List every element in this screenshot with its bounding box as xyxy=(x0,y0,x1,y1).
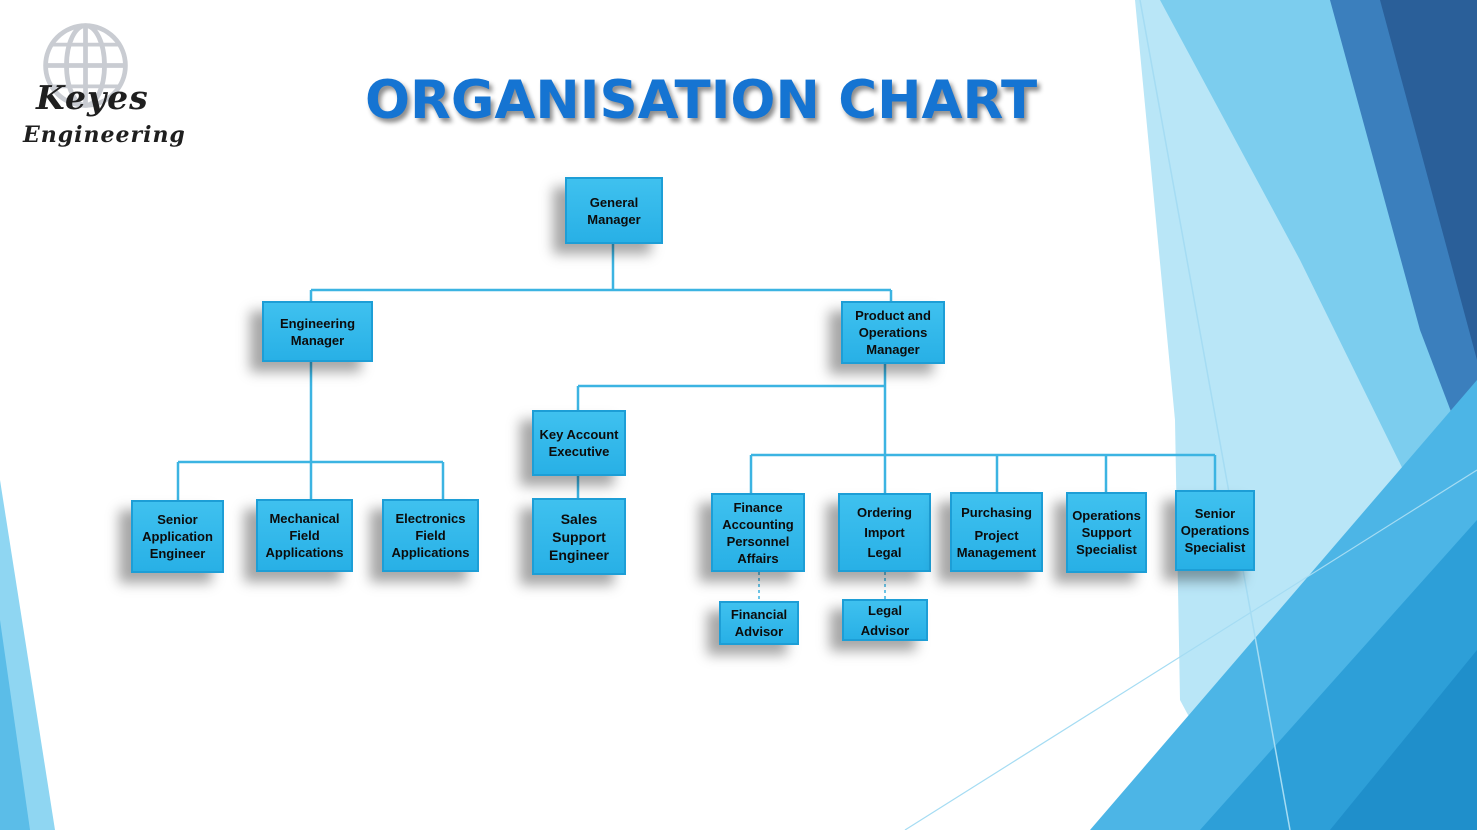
globe-icon xyxy=(43,23,128,108)
logo-text-keyes: Keyes xyxy=(36,78,149,117)
company-logo: Keyes Engineering xyxy=(18,18,185,158)
logo-text-engineering: Engineering xyxy=(23,122,186,148)
page-title: ORGANISATION CHART xyxy=(365,70,1038,131)
